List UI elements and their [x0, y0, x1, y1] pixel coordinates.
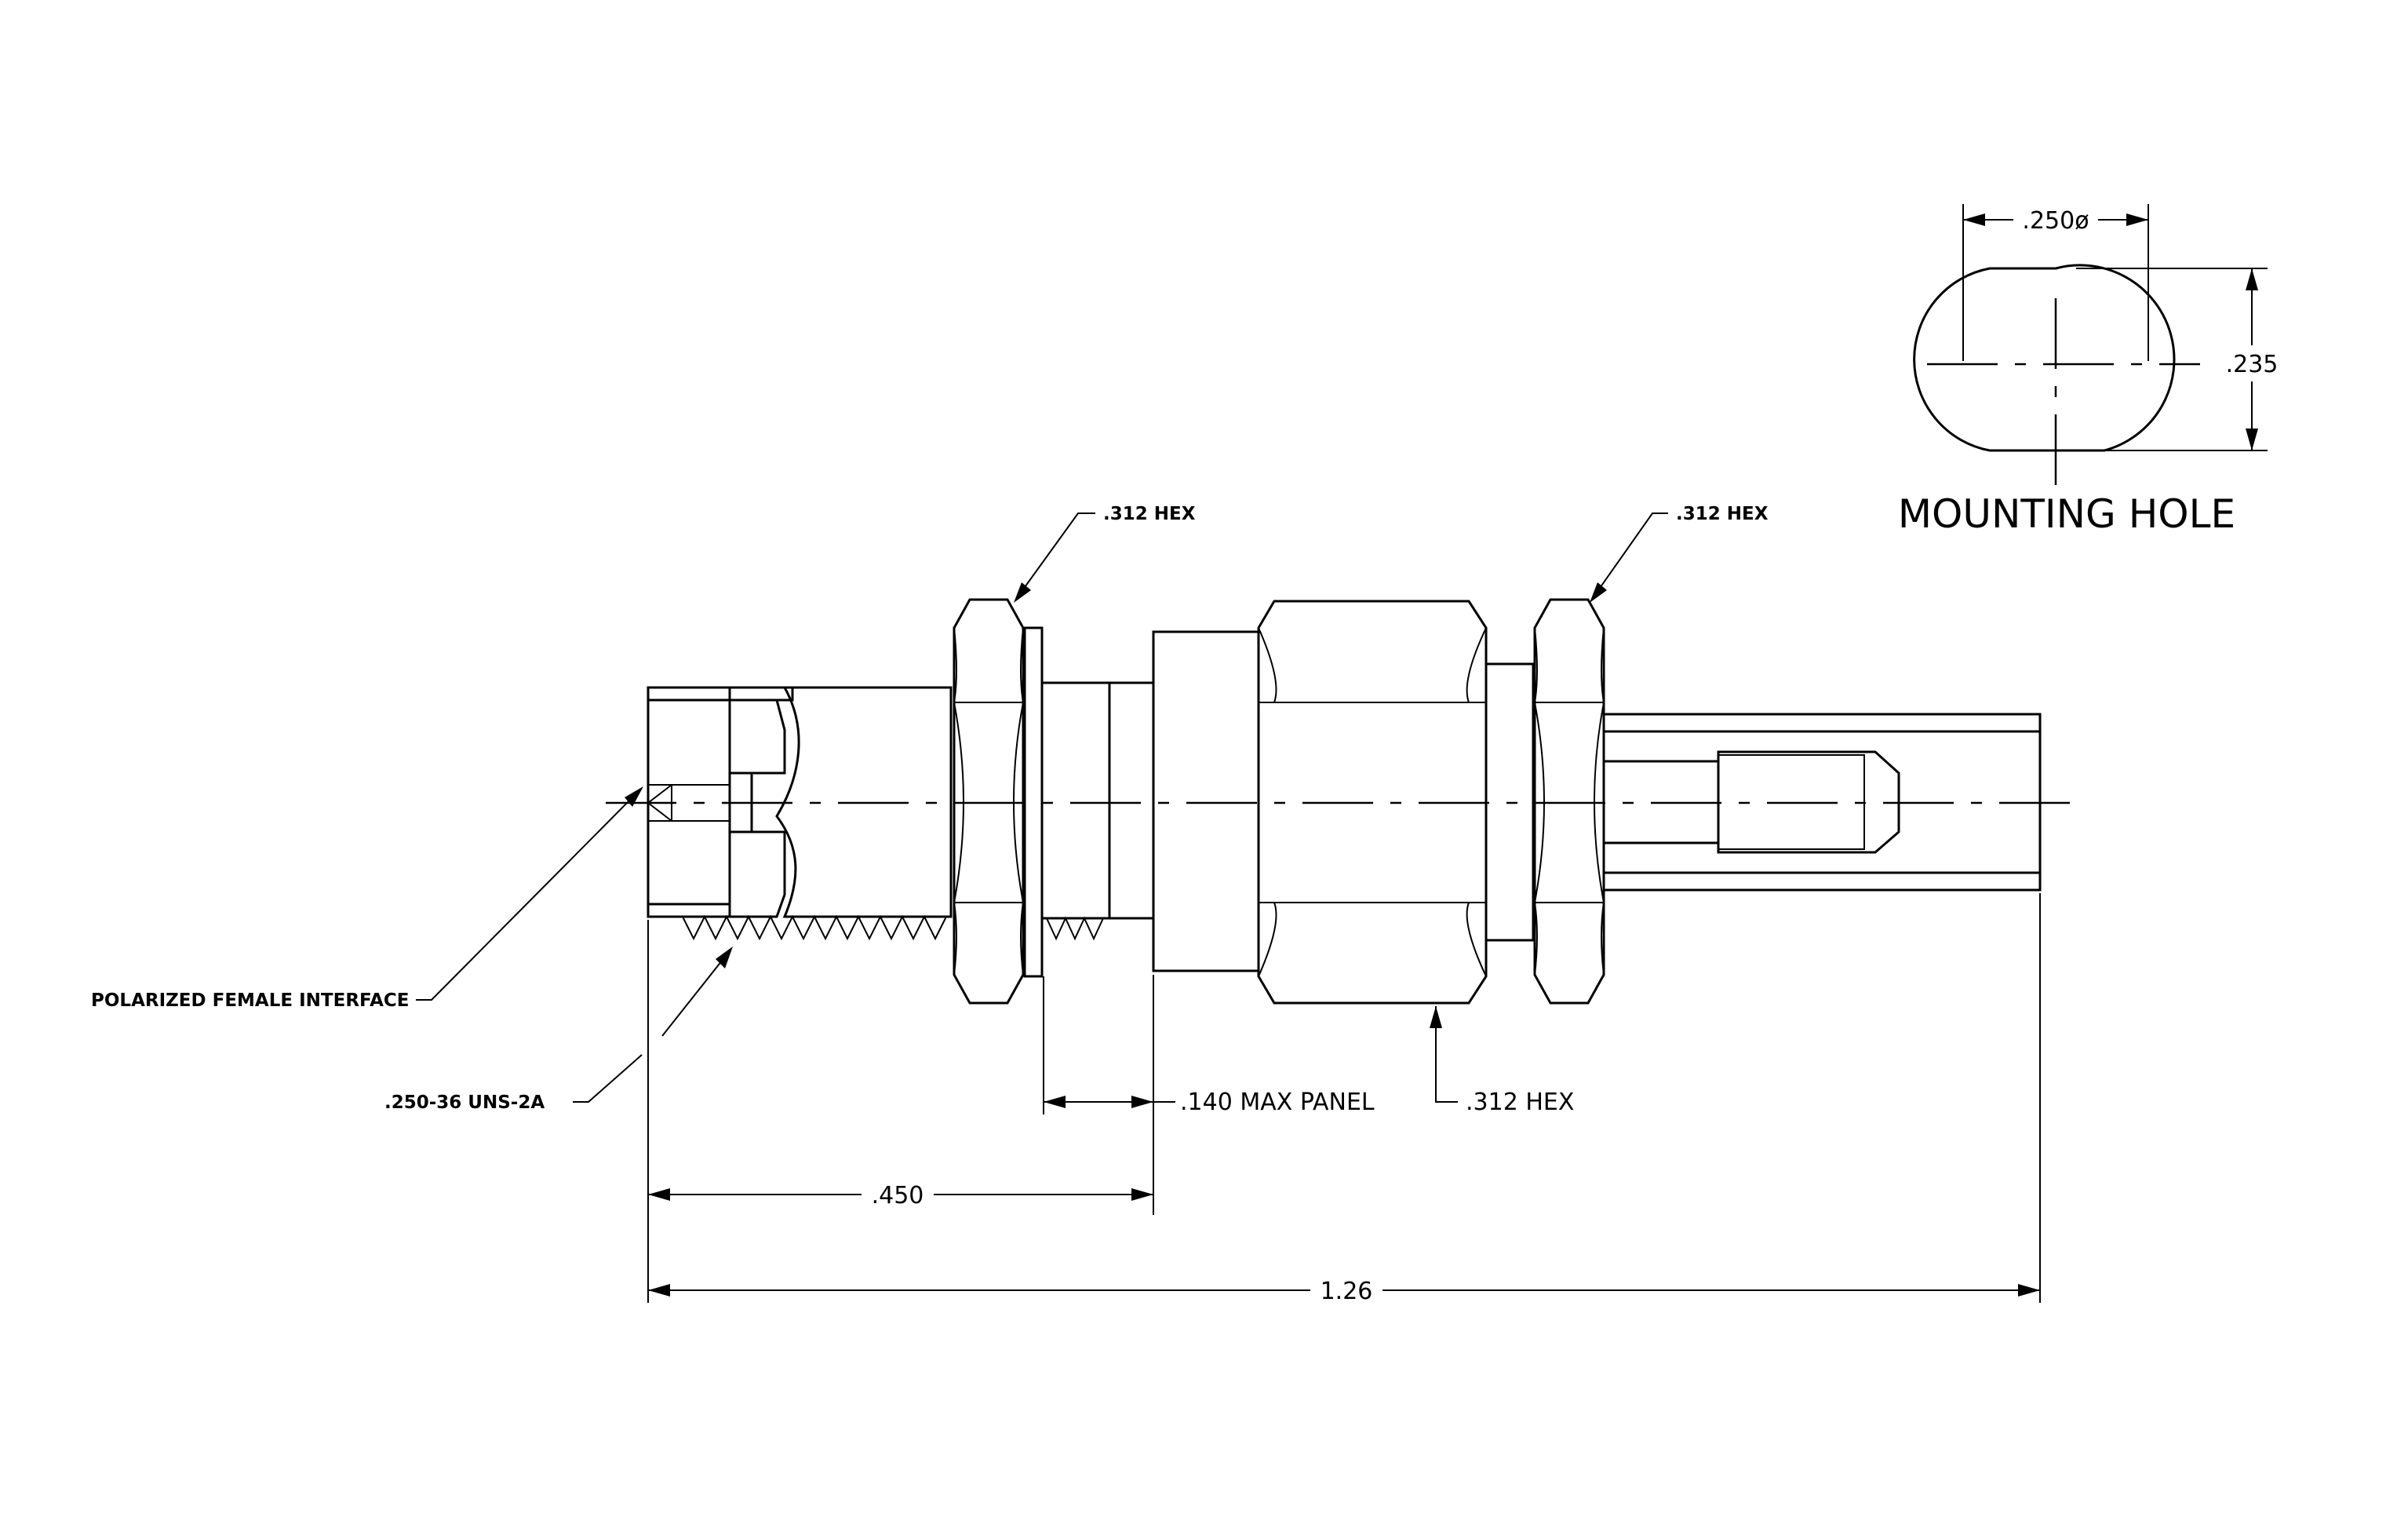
lock-washer — [1023, 626, 1044, 978]
label-polarized-interface: POLARIZED FEMALE INTERFACE — [91, 990, 410, 1011]
dim-126: 1.26 — [1321, 1278, 1373, 1305]
mounting-hole-title: MOUNTING HOLE — [1898, 491, 2235, 537]
dimensions — [416, 512, 2041, 1306]
dim-450: .450 — [872, 1182, 924, 1209]
hex-nut-right — [1533, 598, 1605, 1005]
labels: .312 HEX .312 HEX .312 HEX POLARIZED FEM… — [91, 207, 2278, 1305]
label-hex-bottom: .312 HEX — [1466, 1089, 1574, 1116]
label-thread-spec: .250-36 UNS-2A — [384, 1092, 545, 1113]
label-hex-top-right: .312 HEX — [1676, 504, 1769, 524]
label-hex-top-left: .312 HEX — [1103, 504, 1196, 524]
label-max-panel: .140 MAX PANEL — [1180, 1089, 1375, 1116]
connector-body — [606, 598, 2071, 1005]
mounting-hole-view — [1913, 204, 2268, 498]
dim-235: .235 — [2226, 351, 2279, 378]
hex-nut-left — [953, 598, 1025, 1005]
flange — [1152, 630, 1260, 972]
hex-body-main — [1257, 600, 1488, 1005]
dim-250-dia: .250ø — [2022, 207, 2089, 235]
